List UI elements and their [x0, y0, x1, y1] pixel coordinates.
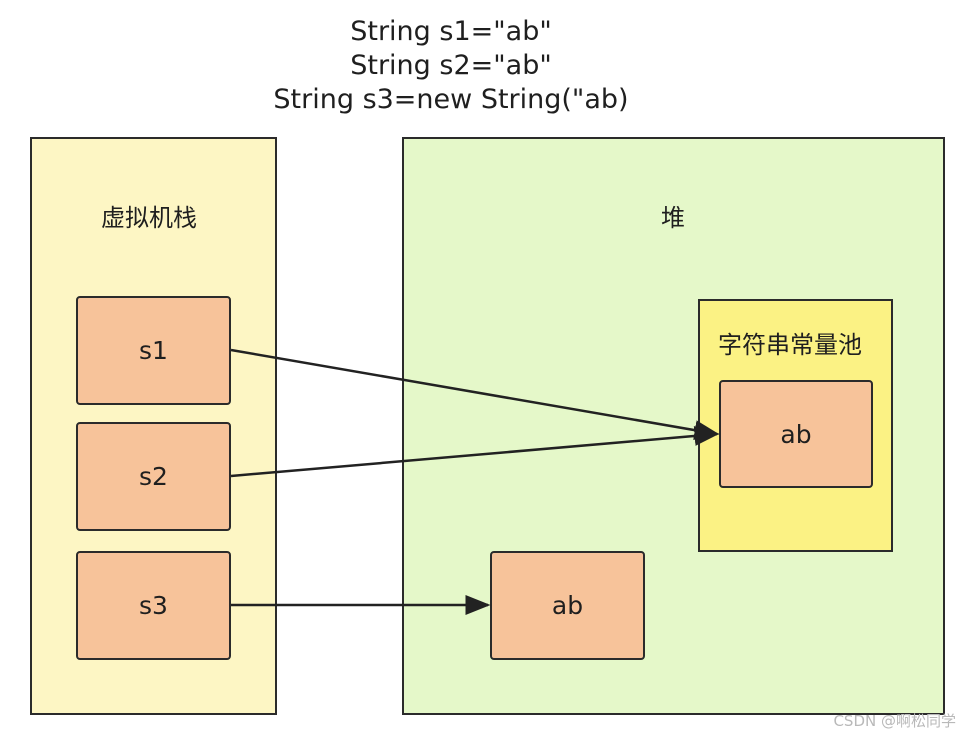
stack-node-s3-label: s3	[139, 591, 168, 620]
code-line-1: String s1="ab"	[350, 16, 552, 47]
watermark: CSDN @啊松同学	[833, 712, 956, 730]
code-line-3: String s3=new String("ab)	[273, 84, 629, 115]
vm-stack-label: 虚拟机栈	[101, 204, 197, 232]
pool-node-ab: ab	[719, 380, 873, 488]
pool-node-ab-label: ab	[780, 419, 812, 449]
stack-node-s2-label: s2	[139, 462, 168, 491]
heap-label: 堆	[661, 204, 685, 232]
code-line-2: String s2="ab"	[350, 50, 552, 81]
string-pool-label: 字符串常量池	[718, 331, 862, 359]
heap-node-ab-label: ab	[551, 591, 584, 620]
stack-node-s2: s2	[76, 422, 231, 531]
stack-node-s1-label: s1	[139, 336, 168, 365]
heap-node-ab: ab	[490, 551, 645, 660]
stack-node-s3: s3	[76, 551, 231, 660]
stack-node-s1: s1	[76, 296, 231, 405]
